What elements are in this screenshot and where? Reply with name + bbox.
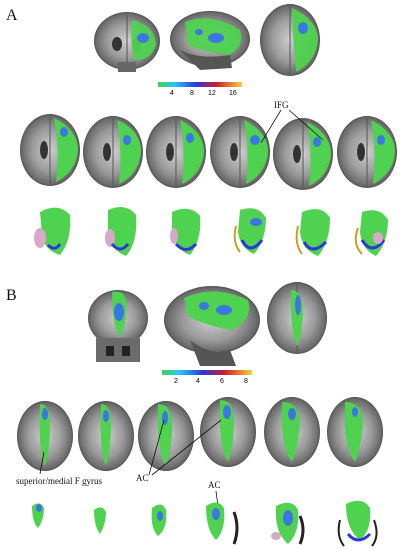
axial-slice [17,401,73,471]
annotation-label: superior/medial F gyrus [16,476,102,486]
3d-render [105,206,137,256]
axial-slice [200,397,256,467]
annotation-label: IFG [274,100,289,110]
colorbar-b-tick: 2 [174,378,178,385]
axial-slice [138,401,194,471]
panel-a-axial-row [20,114,397,190]
colorbar-a-tick: 8 [190,90,194,97]
annotation-ac: AC [136,419,222,483]
panel-b-3d-row [32,500,378,547]
panel-a-axial-view [260,4,320,76]
panel-letter-b: B [6,287,17,304]
axial-slice [83,116,143,188]
axial-slice [264,397,320,467]
annotation-label: AC [208,480,221,490]
panel-letter-a: A [6,7,18,24]
colorbar-b-tick: 8 [244,378,248,385]
panel-a-colorbar: 4 8 12 16 [158,82,242,97]
3d-render [271,502,305,545]
panel-b-axial-row [17,397,383,471]
panel-b: B 2 4 6 8 [6,282,383,547]
panel-b-coronal-view [88,290,148,362]
axial-slice [210,116,270,188]
3d-render [354,210,388,256]
panel-a-3d-row [34,206,388,256]
colorbar-a-tick: 4 [170,90,174,97]
panel-b-colorbar: 2 4 6 8 [162,370,252,385]
3d-render [170,208,201,255]
axial-slice [327,397,383,467]
3d-render [94,507,106,534]
axial-slice [337,116,397,188]
annotation-ifg: IFG [260,100,324,144]
axial-slice [78,401,134,471]
3d-render [32,503,44,528]
panel-a: A 4 8 12 1 [6,4,397,256]
colorbar-a-tick: 16 [229,90,237,97]
panel-a-coronal-view [94,12,160,72]
axial-slice [146,116,206,188]
3d-render [151,504,167,536]
axial-slice [273,118,333,190]
panel-b-axial-view [267,282,327,354]
annotation-superior-medial-f-gyrus: superior/medial F gyrus [16,451,102,486]
3d-render [34,207,71,255]
axial-slice [20,114,80,186]
3d-render [206,502,239,545]
3d-render [337,500,378,547]
panel-b-sagittal-view [164,286,260,366]
colorbar-b-tick: 4 [196,378,200,385]
3d-render [295,209,330,256]
colorbar-b-tick: 6 [220,378,224,385]
3d-render [233,208,266,254]
annotation-label: AC [136,473,149,483]
panel-a-sagittal-view [170,11,250,70]
colorbar-a-tick: 12 [208,90,216,97]
